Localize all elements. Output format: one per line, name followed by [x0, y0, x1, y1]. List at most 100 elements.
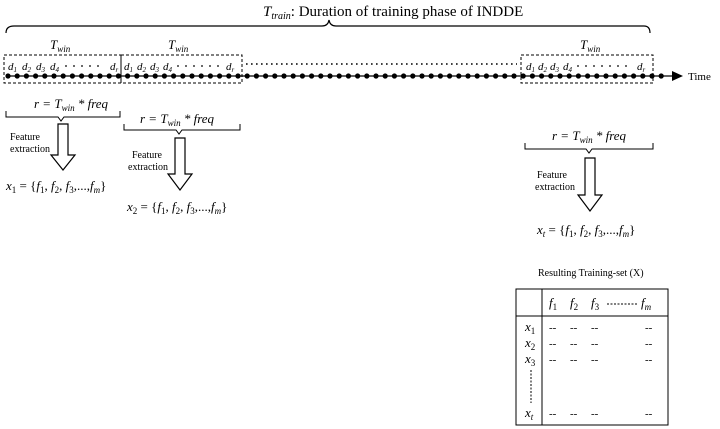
window-inner-dot: [89, 65, 91, 67]
window-inner-dot: [617, 65, 619, 67]
window-1-samples: d1 d2 d3 d4 dr: [8, 61, 119, 74]
timeline-sample-point: [391, 73, 397, 79]
sample-label: d1: [124, 61, 133, 74]
window-inner-dot: [217, 65, 219, 67]
timeline-sample-point: [97, 73, 103, 79]
table-row-headers: x1 x2 x3 xt: [524, 319, 536, 422]
timeline-sample-point: [125, 73, 131, 79]
timeline-sample-point: [69, 73, 75, 79]
window-inner-dot: [585, 65, 587, 67]
timeline-axis-label: Time: [688, 71, 711, 83]
window-inner-dot: [193, 65, 195, 67]
training-set-table: [515, 288, 669, 426]
timeline-sample-point: [106, 73, 112, 79]
sample-label: d4: [563, 61, 573, 74]
row-header: x1: [524, 319, 535, 336]
timeline-sample-point: [336, 73, 342, 79]
timeline-sample-point: [51, 73, 57, 79]
table-cell: --: [570, 338, 578, 350]
timeline-sample-point: [401, 73, 407, 79]
window-inner-dots: [65, 65, 627, 67]
table-column-headers: f1 f2 f3 fm: [549, 295, 652, 312]
feature-extraction-label-2: extraction: [128, 162, 168, 173]
timeline-sample-point: [143, 73, 149, 79]
timeline-sample-point: [345, 73, 351, 79]
window-inner-dot: [577, 65, 579, 67]
timeline-sample-point: [603, 73, 609, 79]
sample-label: d1: [8, 61, 17, 74]
window-inner-dot: [625, 65, 627, 67]
table-cell: --: [591, 322, 599, 334]
timeline-sample-point: [557, 73, 563, 79]
timeline-sample-point: [548, 73, 554, 79]
table-cell: --: [549, 354, 557, 366]
sample-label: d4: [50, 61, 60, 74]
timeline-sample-point: [198, 73, 204, 79]
feature-vector-2: x2 = {f1, f2, f3,...,fm}: [126, 199, 227, 216]
timeline-sample-point: [511, 73, 517, 79]
feature-extraction-label-2: Feature: [132, 150, 163, 161]
window-2-samples: d1 d2 d3 d4 dr: [124, 61, 235, 74]
timeline-sample-point: [594, 73, 600, 79]
timeline-arrow-icon: [672, 71, 683, 81]
window-last-samples: d1 d2 d3 d4 dr: [526, 61, 646, 74]
window-inner-dot: [177, 65, 179, 67]
timeline-sample-point: [566, 73, 572, 79]
timeline-sample-points: [5, 73, 664, 79]
table-cell: --: [570, 354, 578, 366]
timeline-sample-point: [14, 73, 20, 79]
timeline-sample-point: [180, 73, 186, 79]
timeline-sample-point: [272, 73, 278, 79]
timeline-sample-point: [171, 73, 177, 79]
feature-vector-last: xt = {f1, f2, f3,...,fm}: [536, 222, 635, 239]
down-arrow-icon-1: [49, 123, 77, 171]
sample-label: d1: [526, 61, 535, 74]
timeline-sample-point: [465, 73, 471, 79]
window-inner-dot: [201, 65, 203, 67]
table-cell: --: [591, 338, 599, 350]
table-title: Resulting Training-set (X): [538, 268, 644, 279]
timeline-sample-point: [235, 73, 241, 79]
timeline-sample-point: [79, 73, 85, 79]
timeline-sample-point: [364, 73, 370, 79]
timeline-sample-point: [226, 73, 232, 79]
feature-extraction-label-last: Feature: [537, 170, 568, 181]
window-box-2: [120, 54, 243, 84]
table-cell: --: [570, 322, 578, 334]
window-inner-dot: [97, 65, 99, 67]
timeline-sample-point: [299, 73, 305, 79]
window-label-2: Twin: [168, 37, 189, 54]
formula-brace-2: [123, 124, 241, 135]
timeline-sample-point: [456, 73, 462, 79]
row-header: x2: [524, 335, 535, 352]
table-cell: --: [549, 322, 557, 334]
formula-brace-last: [524, 143, 654, 154]
timeline-sample-point: [60, 73, 66, 79]
column-header: f1: [549, 295, 557, 312]
window-label-last: Twin: [580, 37, 601, 54]
timeline-sample-point: [447, 73, 453, 79]
timeline-sample-point: [134, 73, 140, 79]
table-cell: --: [645, 322, 653, 334]
window-inner-dot: [81, 65, 83, 67]
table-cell: --: [549, 338, 557, 350]
formula-brace-1: [5, 111, 121, 122]
down-arrow-icon-last: [576, 157, 604, 212]
timeline-sample-point: [502, 73, 508, 79]
timeline-sample-point: [263, 73, 269, 79]
timeline-sample-point: [428, 73, 434, 79]
diagram-title: Ttrain: Duration of training phase of IN…: [263, 4, 523, 22]
table-cell: --: [570, 408, 578, 420]
timeline-sample-point: [281, 73, 287, 79]
timeline-sample-point: [88, 73, 94, 79]
sample-label: d3: [550, 61, 560, 74]
table-cell: --: [645, 408, 653, 420]
timeline-sample-point: [253, 73, 259, 79]
timeline-sample-point: [355, 73, 361, 79]
timeline-sample-point: [217, 73, 223, 79]
timeline-sample-point: [493, 73, 499, 79]
feature-extraction-label-last: extraction: [535, 182, 575, 193]
timeline-sample-point: [474, 73, 480, 79]
timeline-sample-point: [244, 73, 250, 79]
